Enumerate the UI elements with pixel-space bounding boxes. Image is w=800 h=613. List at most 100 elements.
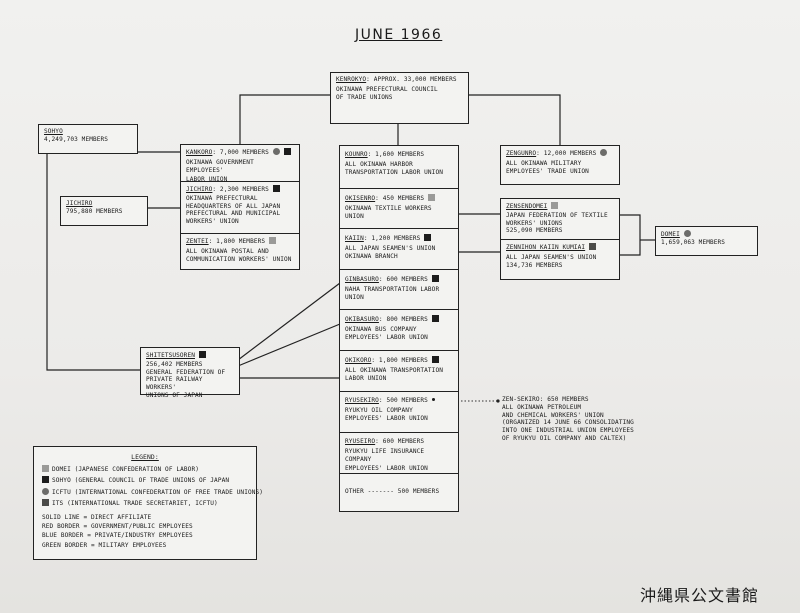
icftu-symbol-icon (600, 149, 608, 156)
legend-entry: DOMEI (JAPANESE CONFEDERATION OF LABOR) (42, 465, 248, 474)
union-abbr: OKIKORO (345, 357, 372, 364)
shitetsusoren-box: SHITETSUSOREN 256,402 MEMBERS GENERAL FE… (140, 347, 240, 399)
icftu-symbol-icon (272, 148, 280, 155)
sohyo-symbol-icon (431, 275, 439, 282)
jichiro-okinawa-count: : 2,300 MEMBERS (212, 186, 269, 193)
domei-count: 1,659,063 MEMBERS (661, 239, 726, 247)
zensekiro-note: ZEN-SEKIRO: 650 MEMBERS ALL OKINAWA PETR… (497, 396, 667, 450)
sohyo-abbr: SOHYO (44, 128, 63, 135)
kankoro-abbr: KANKORO (186, 149, 213, 156)
its-symbol-icon (42, 498, 49, 506)
jichiro-okinawa-desc: OKINAWA PREFECTURAL HEADQUARTERS OF ALL … (186, 195, 281, 225)
jichiro-box: JICHIRO 795,880 MEMBERS (60, 196, 148, 226)
legend-entry: ICFTU (INTERNATIONAL CONFEDERATION OF FR… (42, 487, 263, 497)
union-abbr: KAIIN (345, 235, 364, 242)
sohyo-box: SOHYO 4,249,703 MEMBERS (38, 124, 138, 154)
shitetsusoren-desc: 256,402 MEMBERS GENERAL FEDERATION OF PR… (146, 361, 226, 399)
legend-entries: DOMEI (JAPANESE CONFEDERATION OF LABOR) S… (42, 465, 263, 508)
right-union-stack: ZENSENDOMEI JAPAN FEDERATION OF TEXTILE … (500, 198, 620, 280)
union-count: OTHER ------- 500 MEMBERS (345, 488, 440, 495)
center-union-segment: KAIIN: 1,200 MEMBERS ALL JAPAN SEAMEN'S U… (340, 228, 458, 269)
zennihon-desc: ALL JAPAN SEAMEN'S UNION 134,736 MEMBERS (506, 254, 597, 270)
legend-title: LEGEND: (131, 453, 159, 461)
union-count: : 600 MEMBERS (375, 438, 425, 445)
legend-entry-text: DOMEI (JAPANESE CONFEDERATION OF LABOR) (52, 466, 199, 474)
legend-note: GREEN BORDER = MILITARY EMPLOYEES (42, 541, 167, 549)
zentei-count: : 1,800 MEMBERS (208, 238, 266, 245)
icftu-symbol-icon (42, 487, 49, 495)
union-abbr: OKISENRO (345, 195, 376, 202)
kankoro-count: : 7,000 MEMBERS (212, 149, 269, 156)
jichiro-okinawa-abbr: JICHIRO (186, 186, 213, 193)
sohyo-symbol-icon (431, 315, 439, 322)
center-union-segment: OTHER ------- 500 MEMBERS (340, 473, 458, 513)
sohyo-symbol-icon (424, 234, 432, 241)
union-abbr: KOUNRO (345, 151, 368, 158)
kenrokyo-desc: OKINAWA PREFECTURAL COUNCIL OF TRADE UNI… (336, 86, 438, 102)
union-desc: OKINAWA BUS COMPANY EMPLOYEES' LABOR UNI… (345, 326, 428, 342)
center-union-segment: GINBASURO: 600 MEMBERS NAHA TRANSPORTATIO… (340, 269, 458, 309)
domei-box: DOMEI 1,659,063 MEMBERS (655, 226, 758, 256)
union-abbr: OKIBASURO (345, 316, 379, 323)
sohyo-symbol-icon (272, 185, 280, 192)
legend-entry-text: ITS (INTERNATIONAL TRADE SECRETARIET, IC… (52, 499, 218, 507)
union-count: : 500 MEMBERS (378, 397, 428, 404)
jichiro-okinawa-segment: JICHIRO: 2,300 MEMBERS OKINAWA PREFECTUR… (181, 181, 299, 233)
union-count: : 800 MEMBERS (378, 316, 428, 323)
legend-entry-text: SOHYO (GENERAL COUNCIL OF TRADE UNIONS O… (52, 477, 230, 485)
its-symbol-icon (589, 243, 597, 250)
center-union-segment: RYUSEKIRO: 500 MEMBERS RYUKYU OIL COMPANY… (340, 391, 458, 432)
left-union-stack: KANKORO: 7,000 MEMBERS OKINAWA GOVERNMEN… (180, 144, 300, 270)
legend-note: BLUE BORDER = PRIVATE/INDUSTRY EMPLOYEES (42, 532, 193, 540)
kankoro-segment: KANKORO: 7,000 MEMBERS OKINAWA GOVERNMEN… (181, 145, 299, 183)
legend-note: SOLID LINE = DIRECT AFFILIATE (42, 514, 152, 522)
legend-entry-text: ICFTU (INTERNATIONAL CONFEDERATION OF FR… (52, 488, 264, 496)
sohyo-symbol-icon (199, 351, 206, 358)
legend-entry: SOHYO (GENERAL COUNCIL OF TRADE UNIONS O… (42, 476, 248, 485)
union-count: : 600 MEMBERS (378, 276, 428, 283)
union-desc: RYUKYU LIFE INSURANCE COMPANY EMPLOYEES'… (345, 448, 428, 472)
kenrokyo-box: KENROKYO: APPROX. 33,000 MEMBERS OKINAWA… (330, 72, 469, 124)
center-union-segment: OKIKORO: 1,800 MEMBERS ALL OKINAWA TRANSP… (340, 350, 458, 391)
jichiro-abbr: JICHIRO (66, 200, 93, 207)
icftu-symbol-icon (683, 230, 691, 237)
zensendomei-desc: JAPAN FEDERATION OF TEXTILE WORKERS' UNI… (506, 212, 608, 235)
legend-note: RED BORDER = GOVERNMENT/PUBLIC EMPLOYEES (42, 523, 193, 531)
union-abbr: RYUSEIRO (345, 438, 376, 445)
sohyo-symbol-icon (431, 356, 439, 363)
legend-box: LEGEND: DOMEI (JAPANESE CONFEDERATION OF… (33, 446, 263, 560)
center-union-segment: OKISENRO: 450 MEMBERS OKINAWA TEXTILE WOR… (340, 188, 458, 228)
jichiro-count: 795,880 MEMBERS (66, 208, 123, 216)
union-count: : 1,200 MEMBERS (363, 235, 421, 242)
page-title: JUNE 1966 (355, 27, 443, 43)
sohyo-count: 4,249,703 MEMBERS (44, 136, 109, 144)
union-desc: RYUKYU OIL COMPANY EMPLOYEES' LABOR UNIO… (345, 407, 428, 423)
domei-symbol-icon (551, 202, 559, 209)
shitetsusoren-abbr: SHITETSUSOREN (146, 352, 195, 359)
center-union-segment: OKIBASURO: 800 MEMBERS OKINAWA BUS COMPAN… (340, 309, 458, 350)
legend-entry: ITS (INTERNATIONAL TRADE SECRETARIET, IC… (42, 498, 248, 508)
sohyo-symbol-icon (42, 476, 49, 484)
zengunro-desc: ALL OKINAWA MILITARY EMPLOYEES' TRADE UN… (506, 160, 589, 176)
union-desc: ALL JAPAN SEAMEN'S UNION OKINAWA BRANCH (345, 245, 436, 261)
zengunro-abbr: ZENGUNRO (506, 150, 537, 157)
union-desc: NAHA TRANSPORTATION LABOR UNION (345, 286, 440, 302)
zennihon-segment: ZENNIHON KAIIN KUMIAI ALL JAPAN SEAMEN'S… (501, 239, 619, 279)
union-count: : 1,800 MEMBERS (371, 357, 428, 364)
union-abbr: GINBASURO (345, 276, 379, 283)
domei-symbol-icon (428, 194, 436, 201)
sohyo-symbol-icon (283, 148, 291, 155)
union-desc: OKINAWA TEXTILE WORKERS UNION (345, 205, 432, 221)
union-abbr: RYUSEKIRO (345, 397, 379, 404)
zensendomei-segment: ZENSENDOMEI JAPAN FEDERATION OF TEXTILE … (501, 199, 619, 239)
union-desc: ALL OKINAWA HARBOR TRANSPORTATION LABOR … (345, 161, 443, 177)
center-union-segment: RYUSEIRO: 600 MEMBERS RYUKYU LIFE INSURAN… (340, 432, 458, 473)
zensekiro-text: ZEN-SEKIRO: 650 MEMBERS ALL OKINAWA PETR… (502, 396, 634, 442)
zentei-segment: ZENTEI: 1,800 MEMBERS ALL OKINAWA POSTAL… (181, 233, 299, 269)
dot-symbol-icon (431, 398, 435, 401)
union-count: : 450 MEMBERS (375, 195, 425, 202)
union-desc: ALL OKINAWA TRANSPORTATION LABOR UNION (345, 367, 443, 383)
